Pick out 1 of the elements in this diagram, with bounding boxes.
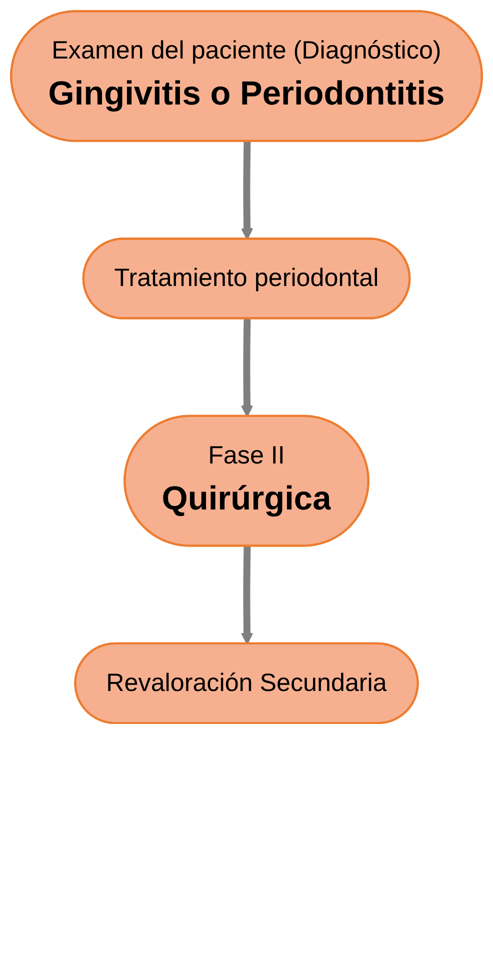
arrow xyxy=(240,142,254,240)
